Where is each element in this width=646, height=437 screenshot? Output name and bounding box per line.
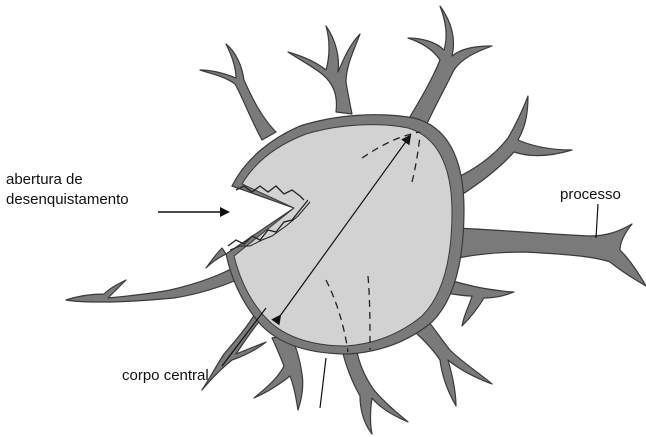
label-process: processo <box>560 186 621 203</box>
label-central-body: corpo central <box>122 367 209 384</box>
process-top-left <box>200 44 276 140</box>
process-bottom <box>342 346 408 434</box>
process-left-long <box>66 264 246 302</box>
central-body-leader-line <box>222 308 266 366</box>
process-top <box>288 26 360 114</box>
process-left-spur <box>206 248 226 268</box>
process-right-long <box>456 224 646 286</box>
wall-leader-line <box>320 358 326 408</box>
process-right-upper <box>452 96 572 196</box>
label-opening-line2: desenquistamento <box>6 191 129 208</box>
central-body <box>234 125 452 346</box>
label-opening-line1: abertura de <box>6 171 83 188</box>
process-leader-line <box>596 204 598 238</box>
process-top-right <box>408 6 492 130</box>
